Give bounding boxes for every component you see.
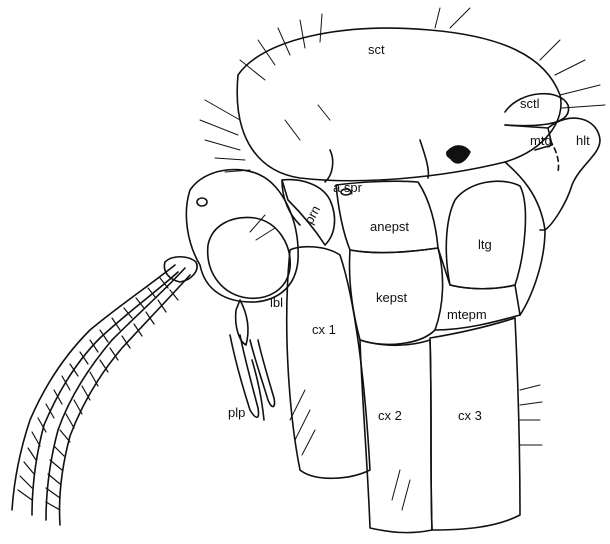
label-katepisternum: kepst (376, 291, 407, 304)
label-labella: lbl (270, 296, 283, 309)
setae (200, 8, 605, 510)
label-scutum: sct (368, 43, 385, 56)
label-coxa-3: cx 3 (458, 409, 482, 422)
ocellus (197, 198, 207, 206)
label-scutellum: sctl (520, 97, 540, 110)
label-meron: mtepm (447, 308, 487, 321)
label-halter: hlt (576, 134, 590, 147)
notal-mark (447, 146, 470, 163)
coxa-2 (360, 340, 432, 533)
antenna-right (46, 268, 190, 525)
palp-2 (250, 340, 275, 407)
label-laterotergite: ltg (478, 238, 492, 251)
label-coxa-1: cx 1 (312, 323, 336, 336)
antenna-left (12, 265, 178, 515)
label-coxa-2: cx 2 (378, 409, 402, 422)
coxa-1 (287, 247, 370, 479)
label-anterior-spiracle: a spr (333, 181, 362, 194)
label-metanotum: mtg (530, 134, 552, 147)
laterotergite (446, 181, 525, 289)
label-anepisternum: anepst (370, 220, 409, 233)
coxa-3 (430, 318, 520, 530)
compound-eye (208, 217, 290, 298)
label-palp: plp (228, 406, 245, 419)
scutal-mark (420, 140, 428, 178)
labella (236, 300, 248, 345)
scutum-stub (325, 150, 333, 182)
